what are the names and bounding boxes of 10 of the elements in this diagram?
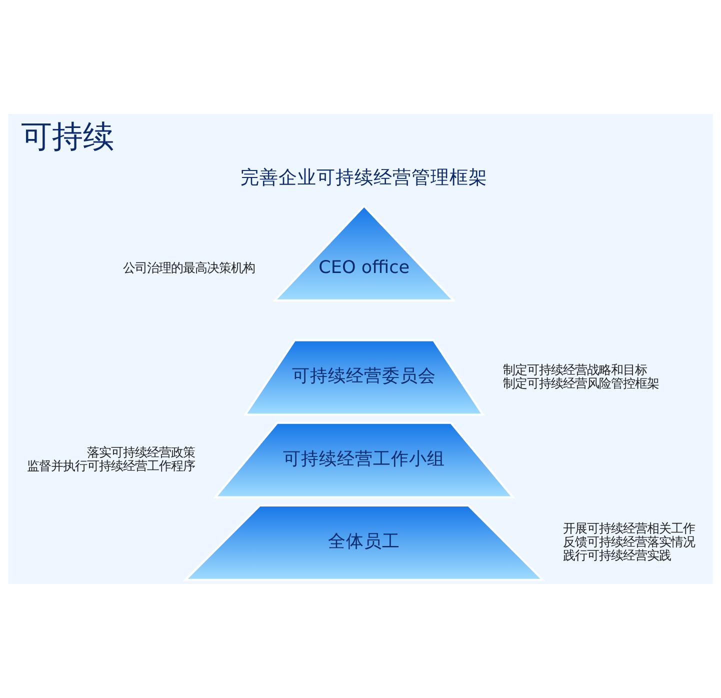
node-label: 公司治理的最高决策机构 — [123, 260, 256, 276]
node-label: 制定可持续经营风险管控框架 — [503, 375, 660, 390]
node-label: 落实可持续经营政策 — [87, 444, 196, 460]
node-label: 监督并执行可持续经营工作程序 — [27, 458, 196, 473]
label: 完善企业可持续经营管理框架 — [240, 168, 488, 189]
diagram-title: 可持续 — [21, 119, 114, 156]
node-label: 制定可持续经营战略和目标 — [503, 362, 648, 377]
node-label: 反馈可持续经营落实情况 — [562, 534, 695, 549]
node-label: 开展可持续经营相关工作 — [562, 520, 695, 536]
node-label: 践行可持续经营实践 — [562, 547, 671, 562]
